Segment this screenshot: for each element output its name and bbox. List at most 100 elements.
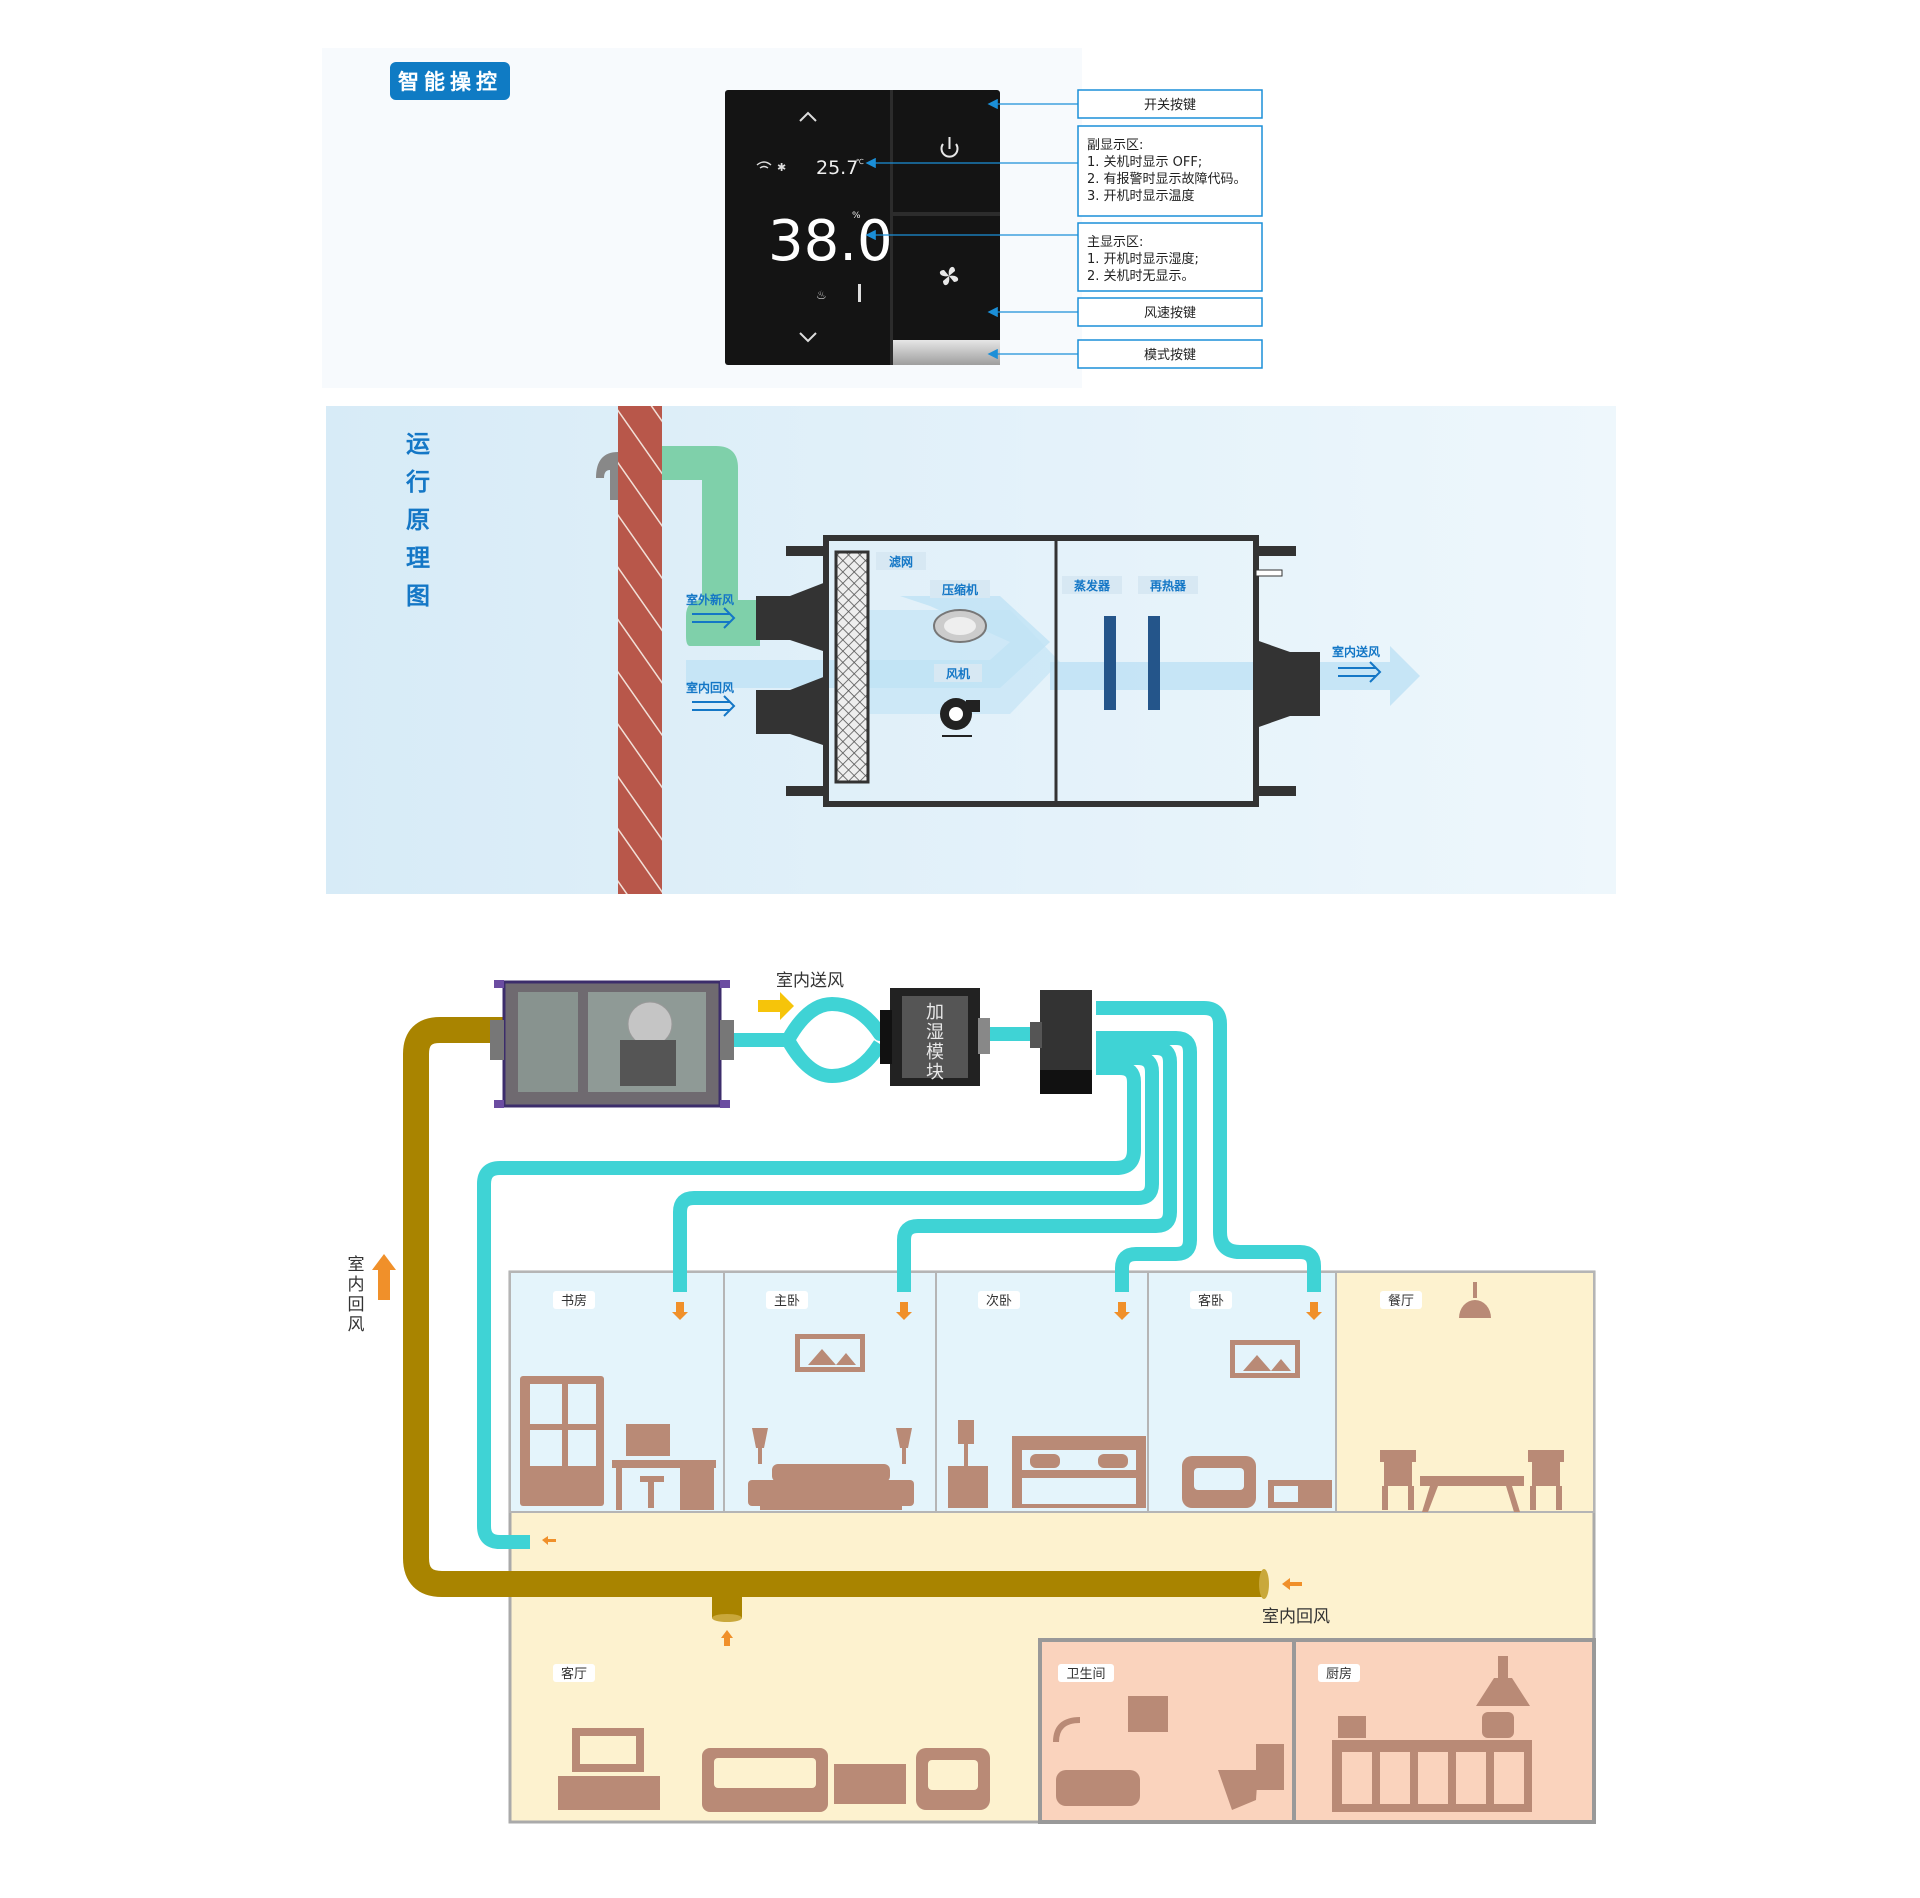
principle-section: 运 行 原 理 图 — [326, 406, 1616, 894]
label-living: 客厅 — [561, 1666, 587, 1682]
duct-study — [673, 1051, 1159, 1292]
study-vent-arrow-icon — [672, 1302, 688, 1320]
temp-unit: ℃ — [856, 158, 864, 166]
fan-icon[interactable] — [939, 266, 959, 286]
label-outdoor-air: 室外新风 — [686, 592, 734, 607]
humidifier-char: 湿 — [926, 1022, 944, 1043]
room-labels: 书房 主卧 次卧 客卧 餐厅 客厅 卫生间 厨房 — [553, 1291, 1422, 1682]
humidifier-char: 块 — [926, 1062, 944, 1083]
label-master: 主卧 — [774, 1294, 800, 1309]
callout-lines — [865, 98, 1078, 360]
return-air-inlet — [756, 676, 826, 746]
principle-title-char: 原 — [406, 506, 430, 534]
master-vent-arrow-icon — [896, 1302, 912, 1320]
callout-texts: 开关按键 副显示区: 1. 关机时显示 OFF; 2. 有报警时显示故障代码。 … — [1087, 98, 1247, 363]
principle-labels: 滤网 压缩机 风机 蒸发器 再热器 室外新风 室内回风 室内送风 — [686, 552, 1380, 695]
flow-arrows — [692, 607, 1382, 717]
double-bed-icon — [1012, 1436, 1146, 1508]
pendant-lamp-icon — [1459, 1282, 1491, 1318]
study-return-arrow-icon — [542, 1536, 556, 1545]
supply-outlet — [1256, 640, 1320, 728]
fresh-air-inlet — [756, 582, 826, 652]
toilet-icon — [1218, 1744, 1284, 1810]
mode-status-icon: ♨ — [816, 288, 827, 302]
label-return-air: 室内回风 — [686, 680, 734, 695]
supply-arrow-icon — [758, 992, 794, 1020]
brick-wall — [618, 406, 662, 894]
main-return-arrow-icon — [1282, 1578, 1302, 1590]
fresh-air-duct — [662, 446, 760, 646]
callout-boxes — [1077, 89, 1263, 369]
label-blower: 风机 — [946, 666, 970, 681]
control-section: 智能操控 ✱ 25.7 ℃ 38.0 % ♨ — [322, 48, 1263, 388]
armchair-icon — [916, 1748, 990, 1810]
living-return-arrow-icon — [721, 1630, 733, 1646]
callout-main-title: 主显示区: — [1087, 235, 1143, 250]
power-icon[interactable] — [940, 137, 959, 158]
outdoor-vent-hood — [596, 452, 618, 500]
return-vent-drop — [712, 1592, 742, 1618]
blower-icon — [940, 698, 980, 737]
return-air-duct — [403, 1017, 1264, 1597]
principle-title-char: 运 — [406, 430, 430, 458]
duct-second — [1096, 1031, 1197, 1292]
principle-title-char: 理 — [406, 544, 430, 572]
label-compressor: 压缩机 — [942, 582, 978, 597]
return-char: 回 — [348, 1295, 365, 1315]
return-char: 内 — [348, 1275, 365, 1295]
thermostat-panel: ✱ 25.7 ℃ 38.0 % ♨ — [725, 90, 1000, 365]
picture-frame-icon — [1230, 1340, 1300, 1378]
label-evaporator: 蒸发器 — [1074, 578, 1111, 593]
principle-title: 运 行 原 理 图 — [405, 430, 430, 610]
sofa-icon — [702, 1748, 828, 1812]
label-dining: 餐厅 — [1388, 1293, 1414, 1309]
return-vertical-label: 室 内 回 风 — [348, 1255, 365, 1335]
armchair-icon — [1182, 1456, 1256, 1508]
label-reheater: 再热器 — [1150, 578, 1187, 593]
lamp-table-icon — [948, 1420, 988, 1508]
washer-icon — [1128, 1696, 1168, 1732]
control-badge: 智能操控 — [390, 62, 510, 100]
tv-stand-icon — [558, 1728, 660, 1810]
label-supply: 室内送风 — [776, 971, 844, 991]
dining-table-icon — [1380, 1450, 1564, 1512]
main-unit-icon — [490, 980, 734, 1108]
chevron-down-icon[interactable] — [799, 332, 817, 343]
distribution-box-icon — [1030, 990, 1092, 1094]
fan-level-icon — [858, 284, 861, 302]
reheater-coil — [1148, 616, 1160, 710]
callout-sub-2: 2. 有报警时显示故障代码。 — [1087, 171, 1247, 187]
kitchen-cabinet-icon — [1332, 1712, 1532, 1812]
humidifier-label: 加 湿 模 块 — [926, 1002, 944, 1083]
humidifier-char: 加 — [926, 1002, 944, 1023]
dehumidifier-unit — [756, 535, 1320, 807]
mode-key[interactable] — [893, 340, 1000, 365]
chevron-up-icon[interactable] — [799, 111, 817, 122]
duct-to-humidifier-lower — [720, 1033, 886, 1083]
desk-icon — [612, 1424, 716, 1510]
callout-sub-3: 3. 开机时显示温度 — [1087, 188, 1195, 204]
cabinet-icon — [1268, 1480, 1332, 1508]
furniture — [520, 1282, 1564, 1812]
main-display-humidity: 38.0 — [768, 209, 893, 274]
hum-unit: % — [852, 211, 861, 221]
label-bathroom: 卫生间 — [1066, 1667, 1105, 1682]
duct-to-humidifier — [720, 997, 900, 1047]
label-second: 次卧 — [986, 1293, 1012, 1309]
label-filter: 滤网 — [889, 554, 913, 569]
label-guest: 客卧 — [1198, 1293, 1224, 1309]
side-table-icon — [834, 1764, 906, 1804]
principle-title-char: 行 — [405, 468, 430, 496]
return-char: 室 — [348, 1255, 365, 1275]
duct-guest — [1096, 1001, 1321, 1292]
bed-icon — [748, 1464, 914, 1510]
return-duct-end — [1259, 1569, 1269, 1599]
second-vent-arrow-icon — [1114, 1302, 1130, 1320]
vent-arrows — [542, 1302, 1322, 1646]
airflow-supply — [1050, 646, 1420, 706]
evaporator-coil — [1104, 616, 1116, 710]
callout-main-1: 1. 开机时显示湿度; — [1087, 251, 1199, 267]
guest-vent-arrow-icon — [1306, 1302, 1322, 1320]
label-supply-air: 室内送风 — [1332, 644, 1380, 659]
